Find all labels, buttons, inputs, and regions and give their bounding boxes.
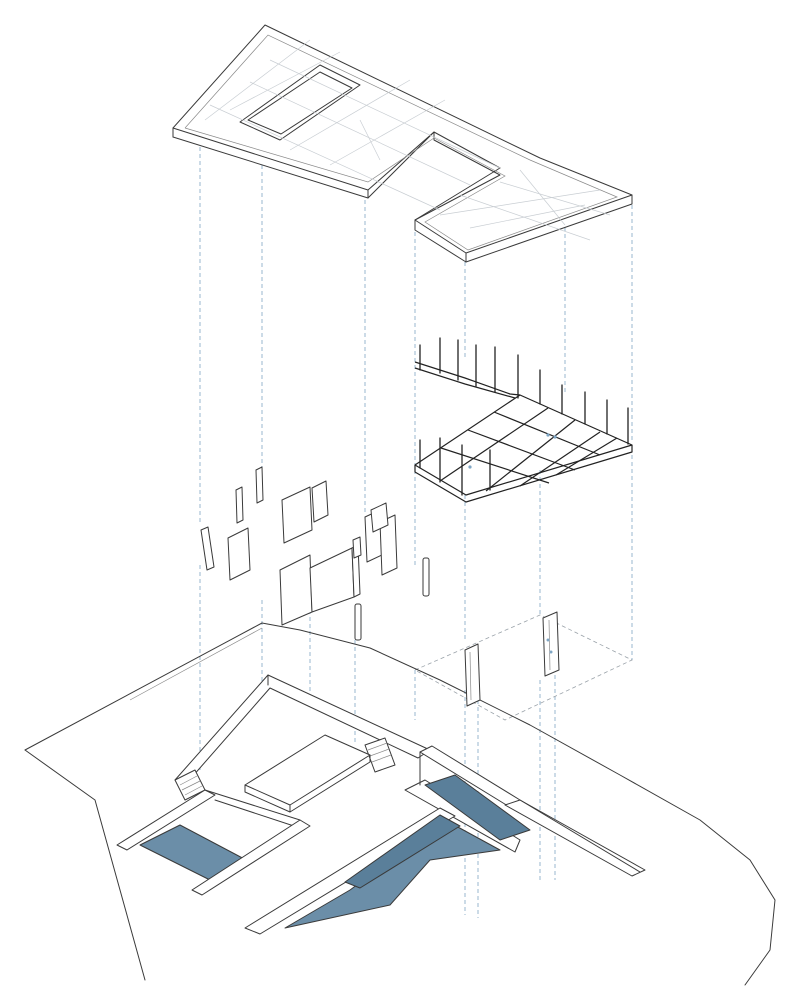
pool-lower xyxy=(284,819,501,929)
ground-base xyxy=(24,611,776,986)
pool-right xyxy=(424,774,531,841)
roof-slab xyxy=(172,24,633,263)
wall-panels xyxy=(200,466,430,641)
skylight-opening xyxy=(239,64,361,141)
roof-outline xyxy=(172,24,633,263)
steel-frame xyxy=(414,337,633,503)
base-columns xyxy=(464,611,560,707)
